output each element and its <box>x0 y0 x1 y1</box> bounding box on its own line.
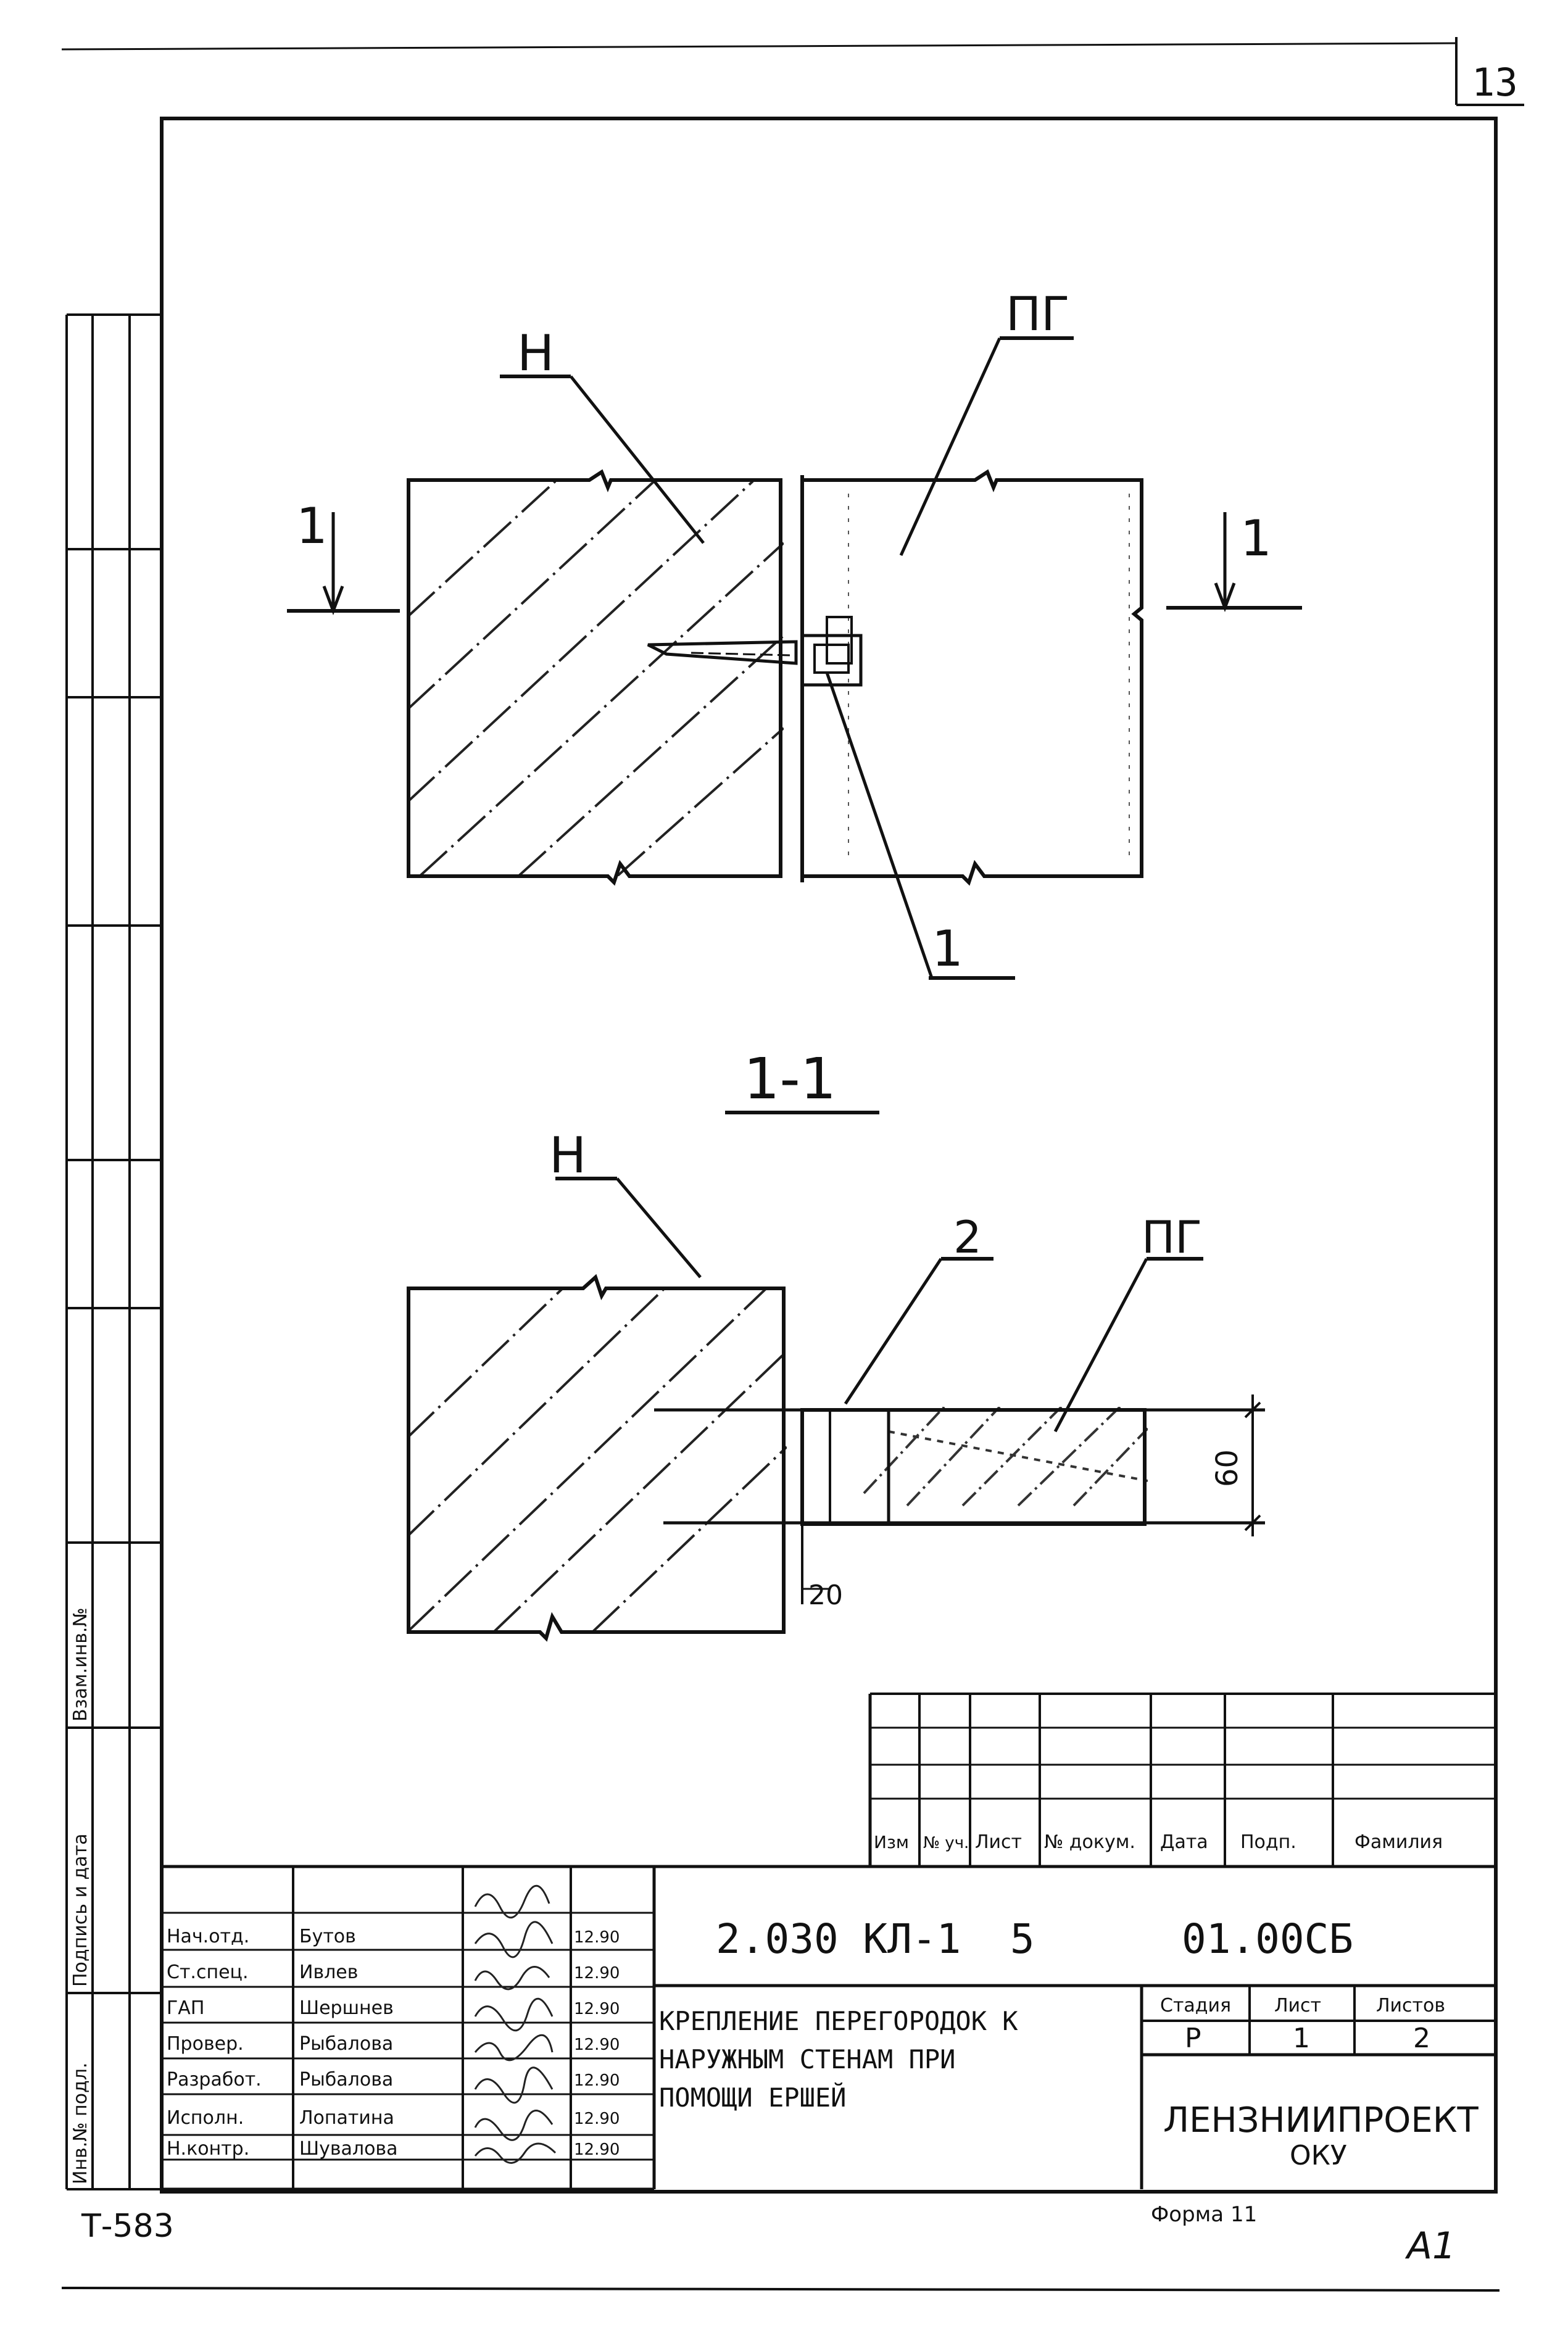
section-mark-right: 1 <box>1240 510 1272 567</box>
rev-header-surname: Фамилия <box>1354 1831 1443 1853</box>
role-row-2-name: Ивлев <box>299 1962 358 1983</box>
role-row-2-date: 12.90 <box>574 1964 620 1983</box>
form-number: Форма 11 <box>1151 2202 1257 2227</box>
role-row-1-role: Нач.отд. <box>167 1926 249 1947</box>
role-row-5-role: Разработ. <box>167 2069 262 2091</box>
role-row-3-date: 12.90 <box>574 2000 620 2018</box>
role-row-6-role: Исполн. <box>167 2107 244 2129</box>
section-wall-hatch <box>407 1287 787 1632</box>
sheet-format: А1 <box>1404 2224 1456 2268</box>
role-row-4-name: Рыбалова <box>299 2033 393 2055</box>
drawing-designation: 2.030 КЛ-1 5 01.00СБ <box>716 1915 1353 1963</box>
plan-wall-label: Н <box>517 325 554 382</box>
role-row-7-date: 12.90 <box>574 2140 620 2159</box>
stage-header: Стадия <box>1160 1995 1231 2016</box>
role-row-4-date: 12.90 <box>574 2036 620 2054</box>
side-stamp <box>65 313 162 2190</box>
organization-name: ЛЕНЗНИИПРОЕКТ <box>1163 2100 1479 2140</box>
role-row-1-date: 12.90 <box>574 1928 620 1947</box>
role-row-6-name: Лопатина <box>299 2107 394 2129</box>
role-row-5-name: Рыбалова <box>299 2069 393 2091</box>
section-wall-label: Н <box>549 1127 586 1184</box>
revision-table <box>868 1693 1496 1868</box>
plan-callout-1: 1 <box>932 920 963 977</box>
section-ersh-label: 2 <box>953 1211 982 1263</box>
sheet-value: 1 <box>1293 2023 1310 2054</box>
signatures <box>474 1884 557 2164</box>
plan-partition-label: ПГ <box>1006 286 1070 341</box>
organization-subdivision: ОКУ <box>1290 2140 1347 2171</box>
sheet-header: Лист <box>1274 1995 1321 2016</box>
drawing-title-line-1: КРЕПЛЕНИЕ ПЕРЕГОРОДОК К <box>659 2006 1018 2036</box>
section-mark-left: 1 <box>296 497 328 555</box>
section-view <box>407 1177 1265 1642</box>
rev-header-uch: № уч. <box>923 1834 969 1852</box>
dimension-60: 60 <box>1210 1449 1245 1487</box>
drawing-title-line-2: НАРУЖНЫМ СТЕНАМ ПРИ <box>659 2044 955 2074</box>
sheets-value: 2 <box>1413 2023 1430 2054</box>
role-row-2-role: Ст.спец. <box>167 1962 248 1983</box>
side-stamp-label-2: Подпись и дата <box>70 1834 91 1987</box>
role-row-6-date: 12.90 <box>574 2110 620 2128</box>
role-row-5-date: 12.90 <box>574 2071 620 2090</box>
roles-table: Нач.отд. Бутов 12.90 Ст.спец. Ивлев 12.9… <box>167 1926 620 2160</box>
inventory-number: Т-583 <box>81 2208 174 2245</box>
sheet-frame <box>61 37 1524 2194</box>
dimension-20: 20 <box>808 1580 843 1611</box>
rev-header-date: Дата <box>1160 1831 1208 1853</box>
section-title: 1-1 <box>744 1046 836 1112</box>
plan-view <box>287 336 1302 980</box>
rev-header-list: Лист <box>975 1831 1022 1853</box>
plan-wall-hatch <box>407 481 784 876</box>
rev-header-izm: Изм <box>874 1832 909 1852</box>
sheet-corner-number: 13 <box>1472 60 1518 105</box>
role-row-4-role: Провер. <box>167 2033 244 2055</box>
side-stamp-label-1: Взам.инв.№ <box>70 1607 91 1722</box>
role-row-3-name: Шершнев <box>299 1997 394 2019</box>
role-row-7-name: Шувалова <box>299 2138 398 2160</box>
title-block-grid <box>162 1865 1496 2191</box>
stage-value: Р <box>1185 2023 1201 2054</box>
role-row-1-name: Бутов <box>299 1926 356 1947</box>
sheets-header: Листов <box>1376 1995 1445 2016</box>
role-row-7-role: Н.контр. <box>167 2138 249 2160</box>
section-partition-label: ПГ <box>1142 1211 1202 1263</box>
bottom-edge-line <box>61 2287 1500 2292</box>
side-stamp-label-3: Инв.№ подл. <box>70 2063 91 2184</box>
rev-header-doc: № докум. <box>1044 1831 1135 1853</box>
rev-header-sign: Подп. <box>1240 1831 1296 1853</box>
role-row-3-role: ГАП <box>167 1997 204 2019</box>
drawing-title-line-3: ПОМОЩИ ЕРШЕЙ <box>659 2082 846 2113</box>
